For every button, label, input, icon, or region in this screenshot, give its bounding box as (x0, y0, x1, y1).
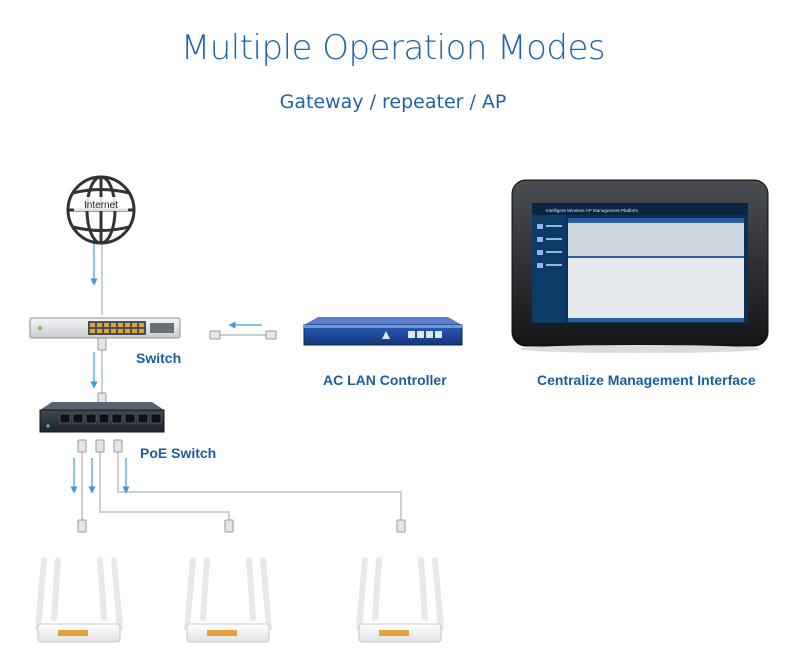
cables (81, 241, 402, 520)
cable-poe-ap3 (117, 440, 402, 520)
diagram-subtitle: Gateway / repeater / AP (279, 91, 507, 113)
internet-label: Internet (84, 200, 118, 211)
poe-switch-label: PoE Switch (140, 445, 217, 461)
diagram-title: Multiple Operation Modes (180, 28, 606, 68)
management-tablet: Intelligent Wireless AP Management Platf… (511, 179, 769, 353)
cable-connectors (77, 330, 406, 533)
tablet-screen-title: Intelligent Wireless AP Management Platf… (546, 208, 638, 213)
access-point-1 (35, 557, 123, 643)
access-point-3 (356, 557, 444, 643)
switch-label: Switch (136, 350, 182, 366)
ac-controller-device (303, 317, 463, 346)
access-point-2 (184, 557, 272, 643)
switch-device (29, 317, 181, 339)
flow-arrows (70, 244, 262, 494)
management-label: Centralize Management Interface (537, 372, 756, 388)
ac-controller-label: AC LAN Controller (323, 372, 447, 388)
cable-poe-ap2 (99, 440, 230, 520)
poe-switch-device (39, 402, 165, 433)
